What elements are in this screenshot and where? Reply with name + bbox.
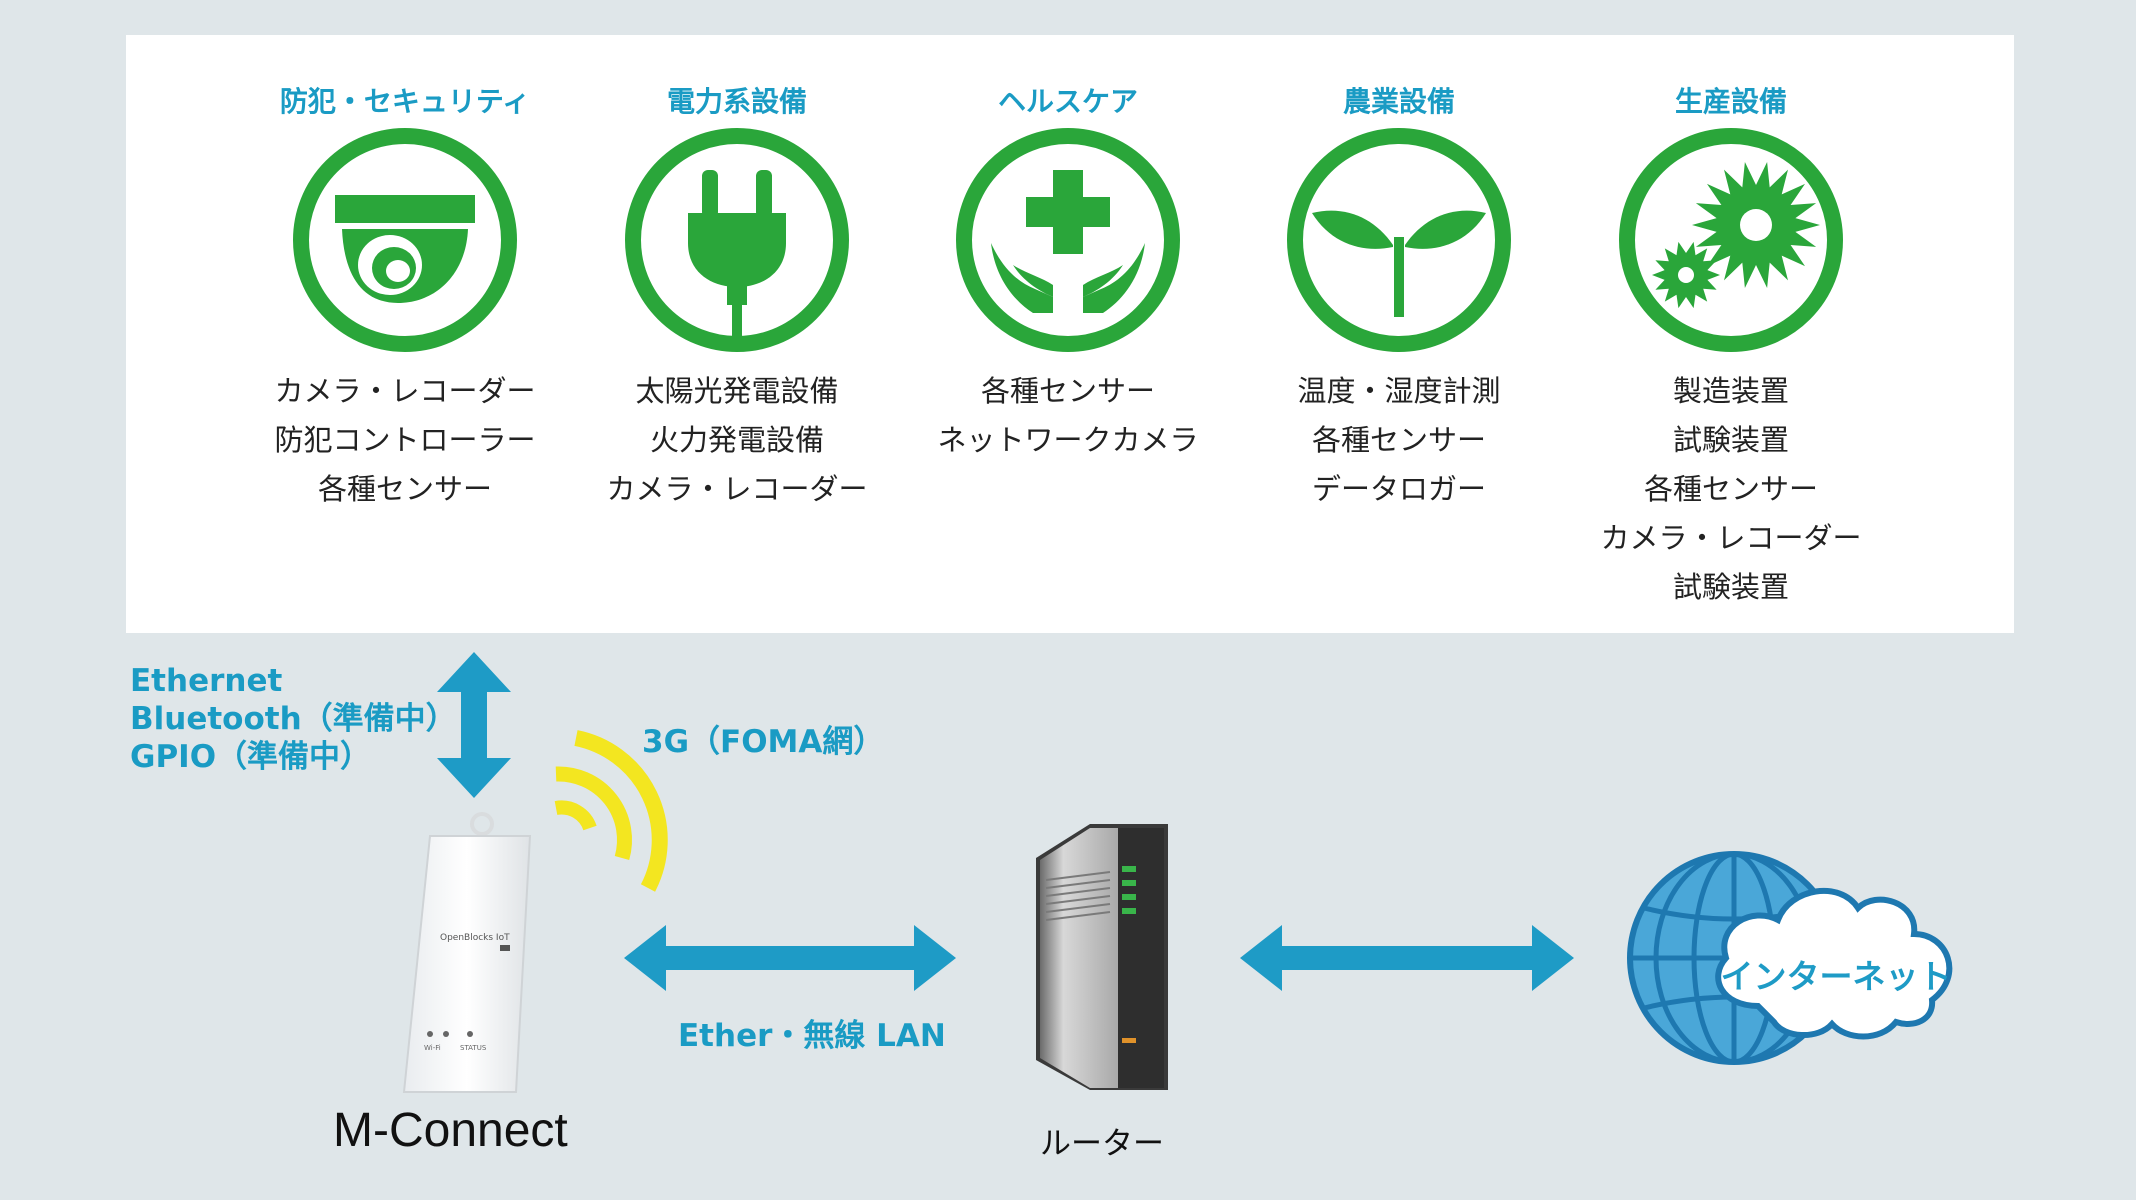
item: 火力発電設備 <box>649 423 824 457</box>
internet-double-arrow <box>1240 925 1574 991</box>
wireless-label: 3G（FOMA網） <box>642 724 885 760</box>
status-led-label: STATUS <box>460 1044 487 1052</box>
vertical-double-arrow <box>437 652 511 798</box>
wifi-led-label: Wi-Fi <box>424 1044 441 1052</box>
gear-hole <box>1678 267 1694 283</box>
item: カメラ・レコーダー <box>606 472 868 506</box>
category-title: 農業設備 <box>1342 85 1455 118</box>
sprout-icon <box>1287 128 1511 352</box>
cloud-icon <box>1715 888 1953 1040</box>
gears-icon <box>1619 128 1843 352</box>
m-connect-device: OpenBlocks IoT Wi-Fi STATUS <box>402 812 532 1093</box>
item: 温度・湿度計測 <box>1297 374 1501 408</box>
interface-bluetooth: Bluetooth（準備中） <box>130 701 457 737</box>
item: 防犯コントローラー <box>274 423 536 457</box>
interface-gpio: GPIO（準備中） <box>130 739 372 775</box>
device-brand: OpenBlocks IoT <box>440 933 510 943</box>
item: 各種センサー <box>1311 423 1486 457</box>
item: ネットワークカメラ <box>937 423 1199 457</box>
category-items: カメラ・レコーダー 防犯コントローラー 各種センサー <box>240 367 570 514</box>
security-camera-icon <box>293 128 517 352</box>
category-items: 温度・湿度計測 各種センサー データロガー <box>1234 367 1564 514</box>
wireless-signal-icon <box>554 730 668 892</box>
item: カメラ・レコーダー <box>274 374 536 408</box>
gear-hole <box>1740 209 1772 241</box>
power-plug-icon <box>625 128 849 352</box>
interface-ethernet: Ethernet <box>130 663 283 699</box>
large-gear <box>1692 162 1820 288</box>
category-title: 電力系設備 <box>666 85 807 118</box>
device-name: M-Connect <box>333 1104 568 1157</box>
interface-list: Ethernet Bluetooth（準備中） GPIO（準備中） <box>130 662 457 776</box>
item: 試験装置 <box>1672 570 1789 604</box>
internet-label: インターネット <box>1720 957 1952 996</box>
item: 各種センサー <box>980 374 1155 408</box>
lan-label: Ether・無線 LAN <box>678 1018 946 1054</box>
item: カメラ・レコーダー <box>1600 521 1862 555</box>
category-items: 製造装置 試験装置 各種センサー カメラ・レコーダー 試験装置 <box>1566 367 1896 612</box>
category-title: ヘルスケア <box>997 85 1138 118</box>
healthcare-cross-icon <box>956 128 1180 352</box>
category-title: 防犯・セキュリティ <box>279 85 531 118</box>
small-gear <box>1652 241 1720 309</box>
item: データロガー <box>1311 472 1486 506</box>
category-items: 各種センサー ネットワークカメラ <box>903 367 1233 465</box>
category-items: 太陽光発電設備 火力発電設備 カメラ・レコーダー <box>572 367 902 514</box>
router-label: ルーター <box>1040 1126 1164 1162</box>
router-icon <box>1036 824 1168 1090</box>
use-case-panel: 防犯・セキュリティ カメラ・レコーダー 防犯コントローラー 各種センサー 電力系… <box>126 35 2014 633</box>
item: 各種センサー <box>1643 472 1818 506</box>
item: 各種センサー <box>317 472 492 506</box>
item: 製造装置 <box>1672 374 1789 408</box>
category-title: 生産設備 <box>1674 85 1787 118</box>
item: 太陽光発電設備 <box>635 374 839 408</box>
item: 試験装置 <box>1672 423 1789 457</box>
lan-double-arrow <box>624 925 956 991</box>
